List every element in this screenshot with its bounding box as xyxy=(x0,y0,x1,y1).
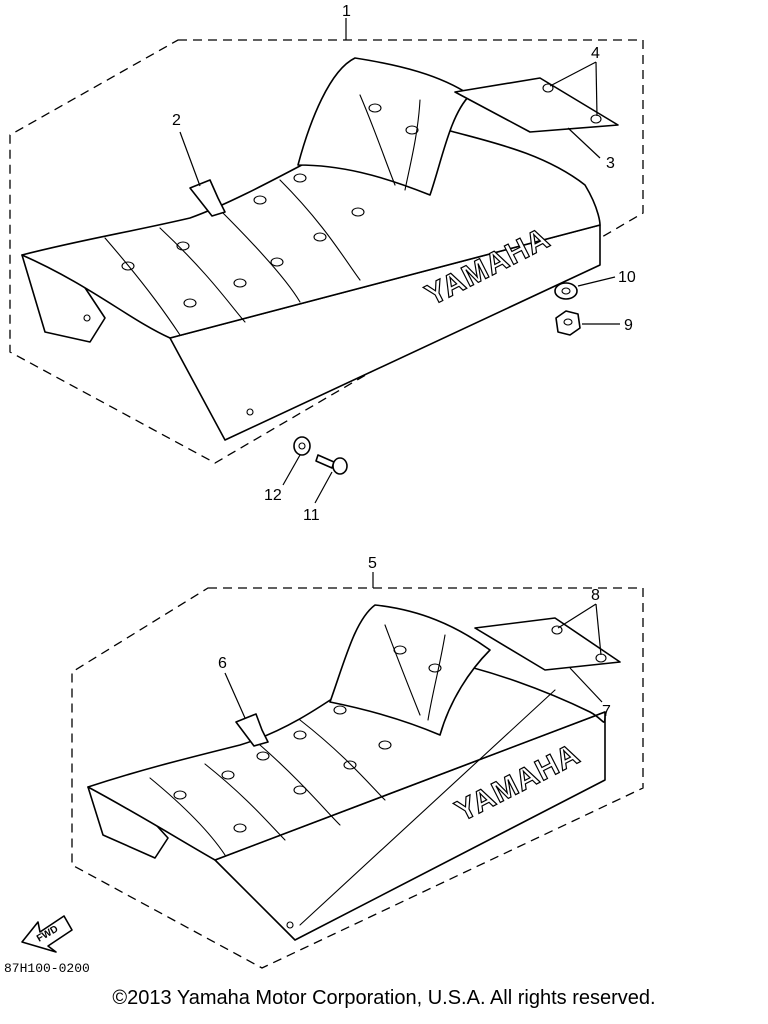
flap-hole xyxy=(542,83,554,93)
seat-1-buttons xyxy=(83,103,419,416)
button-hole xyxy=(333,705,347,715)
button-hole xyxy=(121,261,135,271)
button-hole xyxy=(173,790,187,800)
stitch-line xyxy=(299,719,386,801)
callout-11: 11 xyxy=(303,507,320,524)
callout-12: 12 xyxy=(264,487,282,504)
callout-4: 4 xyxy=(591,45,600,62)
leader-4a xyxy=(549,61,597,87)
diagram-reference-code: 87H100-0200 xyxy=(4,961,90,976)
button-hole xyxy=(351,207,365,217)
button-hole xyxy=(293,730,307,740)
fwd-arrow-icon: FWD xyxy=(21,915,73,953)
seat-2-grab-strap xyxy=(235,713,269,747)
button-hole xyxy=(428,663,442,673)
callout-numbers: 1 2 3 4 10 9 12 11 5 6 7 8 xyxy=(172,3,636,720)
stitch-line xyxy=(149,777,226,856)
stitch-line xyxy=(279,179,361,281)
button-hole xyxy=(378,740,392,750)
assembly-1-boundary xyxy=(9,39,644,464)
washer-part-10 xyxy=(554,282,578,300)
button-hole xyxy=(393,645,407,655)
assembly-2-boundary xyxy=(71,587,644,969)
nut-part-9 xyxy=(555,310,581,336)
button-hole xyxy=(253,195,267,205)
callout-leaders xyxy=(179,18,620,719)
stitch-line xyxy=(384,624,421,716)
seat-assembly-1: YAMAHA xyxy=(9,39,644,464)
seat-1-cushion xyxy=(21,127,601,339)
leader-10 xyxy=(577,276,616,287)
seat-1-grab-strap xyxy=(189,179,226,217)
seat-2-backrest xyxy=(329,604,491,736)
callout-6: 6 xyxy=(218,655,227,672)
seat-2-seam xyxy=(299,689,556,926)
callout-2: 2 xyxy=(172,112,181,129)
callout-8: 8 xyxy=(591,587,600,604)
callout-7: 7 xyxy=(602,703,611,720)
button-hole xyxy=(405,125,419,135)
button-hole xyxy=(246,408,254,416)
washer-part-10-hole xyxy=(561,287,571,295)
bolt-part-11-shank xyxy=(315,454,335,469)
button-hole xyxy=(270,257,284,267)
nut-washer-parts xyxy=(554,282,581,336)
button-hole xyxy=(233,278,247,288)
seat-2-rear-flap xyxy=(474,617,621,671)
stitch-line xyxy=(219,209,301,303)
button-hole xyxy=(233,823,247,833)
callout-3: 3 xyxy=(606,155,615,172)
button-hole xyxy=(313,232,327,242)
leader-8b xyxy=(595,603,602,656)
leader-4b xyxy=(595,61,598,117)
button-hole xyxy=(286,921,294,929)
seat-assembly-2: YAMAHA xyxy=(71,587,644,969)
bolt-washer-parts xyxy=(293,436,348,475)
stitch-line xyxy=(204,763,286,841)
leader-6 xyxy=(224,672,246,719)
flap-hole xyxy=(590,114,602,124)
stitch-line xyxy=(404,99,421,191)
button-hole xyxy=(221,770,235,780)
stitch-line xyxy=(259,744,341,826)
leader-8a xyxy=(557,603,597,629)
leader-2 xyxy=(179,131,201,187)
stitch-line xyxy=(159,227,246,323)
copyright-notice: ©2013 Yamaha Motor Corporation, U.S.A. A… xyxy=(112,987,656,1009)
stitch-line xyxy=(427,634,446,721)
leader-7 xyxy=(569,667,603,703)
button-hole xyxy=(83,314,91,322)
button-hole xyxy=(293,173,307,183)
nut-part-9-hole xyxy=(563,318,573,326)
washer-part-12 xyxy=(293,436,311,456)
callout-9: 9 xyxy=(624,317,633,334)
button-hole xyxy=(293,785,307,795)
seat-2-buttons xyxy=(173,645,442,929)
stitch-line xyxy=(359,94,396,186)
leader-12 xyxy=(282,454,301,486)
leader-11 xyxy=(314,471,333,504)
leader-3 xyxy=(567,127,601,159)
button-hole xyxy=(368,103,382,113)
button-hole xyxy=(183,298,197,308)
bolt-part-11-head xyxy=(332,457,348,475)
button-hole xyxy=(343,760,357,770)
callout-10: 10 xyxy=(618,269,636,286)
button-hole xyxy=(256,751,270,761)
washer-part-12-hole xyxy=(298,442,306,450)
callout-5: 5 xyxy=(368,555,377,572)
button-hole xyxy=(176,241,190,251)
fwd-arrow-shape xyxy=(21,915,73,953)
callout-1: 1 xyxy=(342,3,351,20)
stitch-line xyxy=(104,237,181,336)
flap-hole xyxy=(551,625,563,635)
seat-1-rear-flap xyxy=(454,77,619,133)
